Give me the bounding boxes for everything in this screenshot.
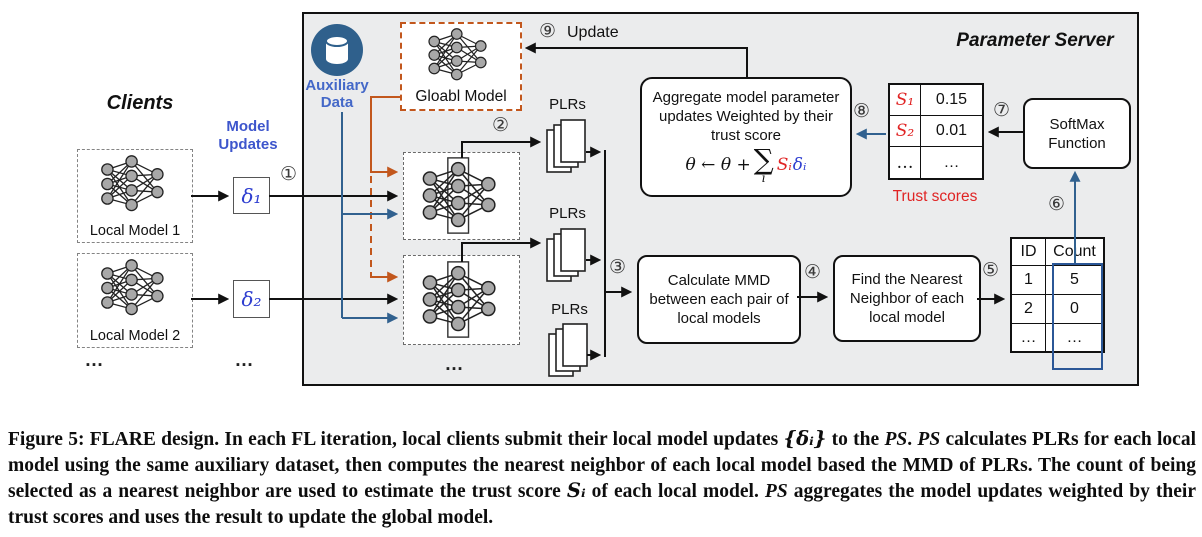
server-models-ellipsis: … <box>444 354 466 375</box>
plr-stack-icon-1 <box>546 119 586 173</box>
deltas-ellipsis: … <box>234 350 256 371</box>
delta2-box: δ₂ <box>233 280 270 318</box>
plrs-label-2: PLRs <box>549 205 586 222</box>
caption-segment: to the <box>826 429 885 450</box>
aggregate-line-3: trust score <box>710 127 782 144</box>
trust-score-table: S₁ 0.15 S₂ 0.01 … … <box>888 83 984 180</box>
trust-symbol-cell: S₁ <box>890 85 921 116</box>
mmd-line-1: Calculate MMD <box>667 272 771 289</box>
count-cell: 5 <box>1046 266 1103 295</box>
auxiliary-data-icon-circle <box>311 24 363 76</box>
softmax-function-box: SoftMax Function <box>1023 98 1131 169</box>
server-model-2-box <box>403 255 520 345</box>
trust-value-cell: … <box>943 153 960 171</box>
neural-network-icon <box>101 259 164 316</box>
aggregate-line-2: updates Weighted by their <box>658 108 833 125</box>
find-nearest-neighbor-box: Find the Nearest Neighbor of each local … <box>833 255 981 342</box>
plrs-label-3: PLRs <box>551 301 588 318</box>
local-model-2-box: Local Model 2 <box>77 253 193 348</box>
neural-network-icon <box>428 28 487 81</box>
caption-segment: PS <box>884 429 908 450</box>
id-cell: 2 <box>1012 295 1046 324</box>
caption-segment: of each local model. <box>585 481 765 502</box>
global-model-label: Gloabl Model <box>415 88 507 105</box>
step-2: ② <box>492 114 510 136</box>
plr-stack-icon-2 <box>546 228 586 282</box>
delta1-box: δ₁ <box>233 177 270 214</box>
local-model-2-label: Local Model 2 <box>89 328 181 344</box>
parameter-server-title: Parameter Server <box>956 30 1114 51</box>
auxiliary-label-line2: Data <box>320 94 354 111</box>
aggregation-formula: θ ← θ + ∑ i Sᵢ δᵢ <box>685 143 807 185</box>
step-6: ⑥ <box>1048 193 1066 215</box>
step-1: ① <box>280 163 298 185</box>
database-icon <box>325 35 349 64</box>
update-label: Update <box>567 24 619 41</box>
trust-value-cell: 0.15 <box>921 85 982 116</box>
formula-lhs: θ ← θ + <box>685 154 751 175</box>
id-count-table: ID Count 1 5 2 0 … … <box>1010 237 1105 353</box>
auxiliary-data-label: Auxiliary Data <box>302 77 372 111</box>
formula-delta-term: δᵢ <box>792 154 807 175</box>
model-updates-label: Model Updates <box>218 118 278 153</box>
calculate-mmd-box: Calculate MMD between each pair of local… <box>637 255 801 344</box>
softmax-line-1: SoftMax <box>1049 115 1105 133</box>
trust-symbol-cell: S₂ <box>890 116 921 147</box>
mmd-line-2: between each pair of <box>649 291 789 308</box>
trust-scores-label: Trust scores <box>892 188 978 205</box>
id-cell: 1 <box>1012 266 1046 295</box>
local-model-1-label: Local Model 1 <box>89 223 181 239</box>
formula-trust-score-term: Sᵢ <box>776 154 792 175</box>
neural-network-icon <box>101 155 164 212</box>
aggregate-box: Aggregate model parameter updates Weight… <box>640 77 852 197</box>
nearest-line-1: Find the Nearest <box>851 271 963 288</box>
id-header: ID <box>1012 239 1046 266</box>
step-9: ⑨ <box>539 20 557 42</box>
caption-segment: PS <box>764 481 788 502</box>
id-cell: … <box>1012 324 1046 351</box>
count-column-highlight <box>1052 263 1103 370</box>
softmax-line-2: Function <box>1048 134 1106 152</box>
plr-stack-icon-3 <box>548 323 588 377</box>
aggregate-line-1: Aggregate model parameter <box>652 89 840 106</box>
caption-segment: Figure 5: FLARE design. In each FL itera… <box>8 429 784 450</box>
caption-segment: {δᵢ} <box>783 427 827 450</box>
step-5: ⑤ <box>982 259 1000 281</box>
count-cell: 0 <box>1046 295 1103 324</box>
trust-value-cell: 0.01 <box>921 116 982 147</box>
trust-symbol-cell: … <box>890 147 921 178</box>
neural-network-plr-icon <box>422 157 496 234</box>
step-3: ③ <box>609 256 627 278</box>
global-model-box: Gloabl Model <box>400 22 522 111</box>
figure-caption: Figure 5: FLARE design. In each FL itera… <box>8 426 1196 530</box>
neural-network-plr-icon <box>422 261 496 338</box>
nearest-line-2: Neighbor of each <box>849 290 965 307</box>
mmd-line-3: local models <box>677 310 761 327</box>
count-header: Count <box>1046 239 1103 266</box>
nearest-line-3: local model <box>869 309 945 326</box>
step-4: ④ <box>804 261 822 283</box>
local-model-1-box: Local Model 1 <box>77 149 193 243</box>
step-8: ⑧ <box>853 100 871 122</box>
plrs-label-1: PLRs <box>549 96 586 113</box>
server-model-1-box <box>403 152 520 240</box>
auxiliary-label-line1: Auxiliary <box>305 77 369 94</box>
caption-segment: aggregates the model updates weighted by… <box>8 481 1196 528</box>
caption-segment: PS <box>917 429 941 450</box>
clients-title: Clients <box>106 92 174 114</box>
count-cell: … <box>1066 328 1083 346</box>
caption-segment: . <box>907 429 918 450</box>
clients-ellipsis: … <box>84 350 106 371</box>
sum-symbol: ∑ i <box>753 143 774 185</box>
caption-segment: Sᵢ <box>566 479 586 502</box>
caption-segment: calculates PLRs for each local model usi… <box>8 429 1196 502</box>
step-7: ⑦ <box>993 99 1011 121</box>
